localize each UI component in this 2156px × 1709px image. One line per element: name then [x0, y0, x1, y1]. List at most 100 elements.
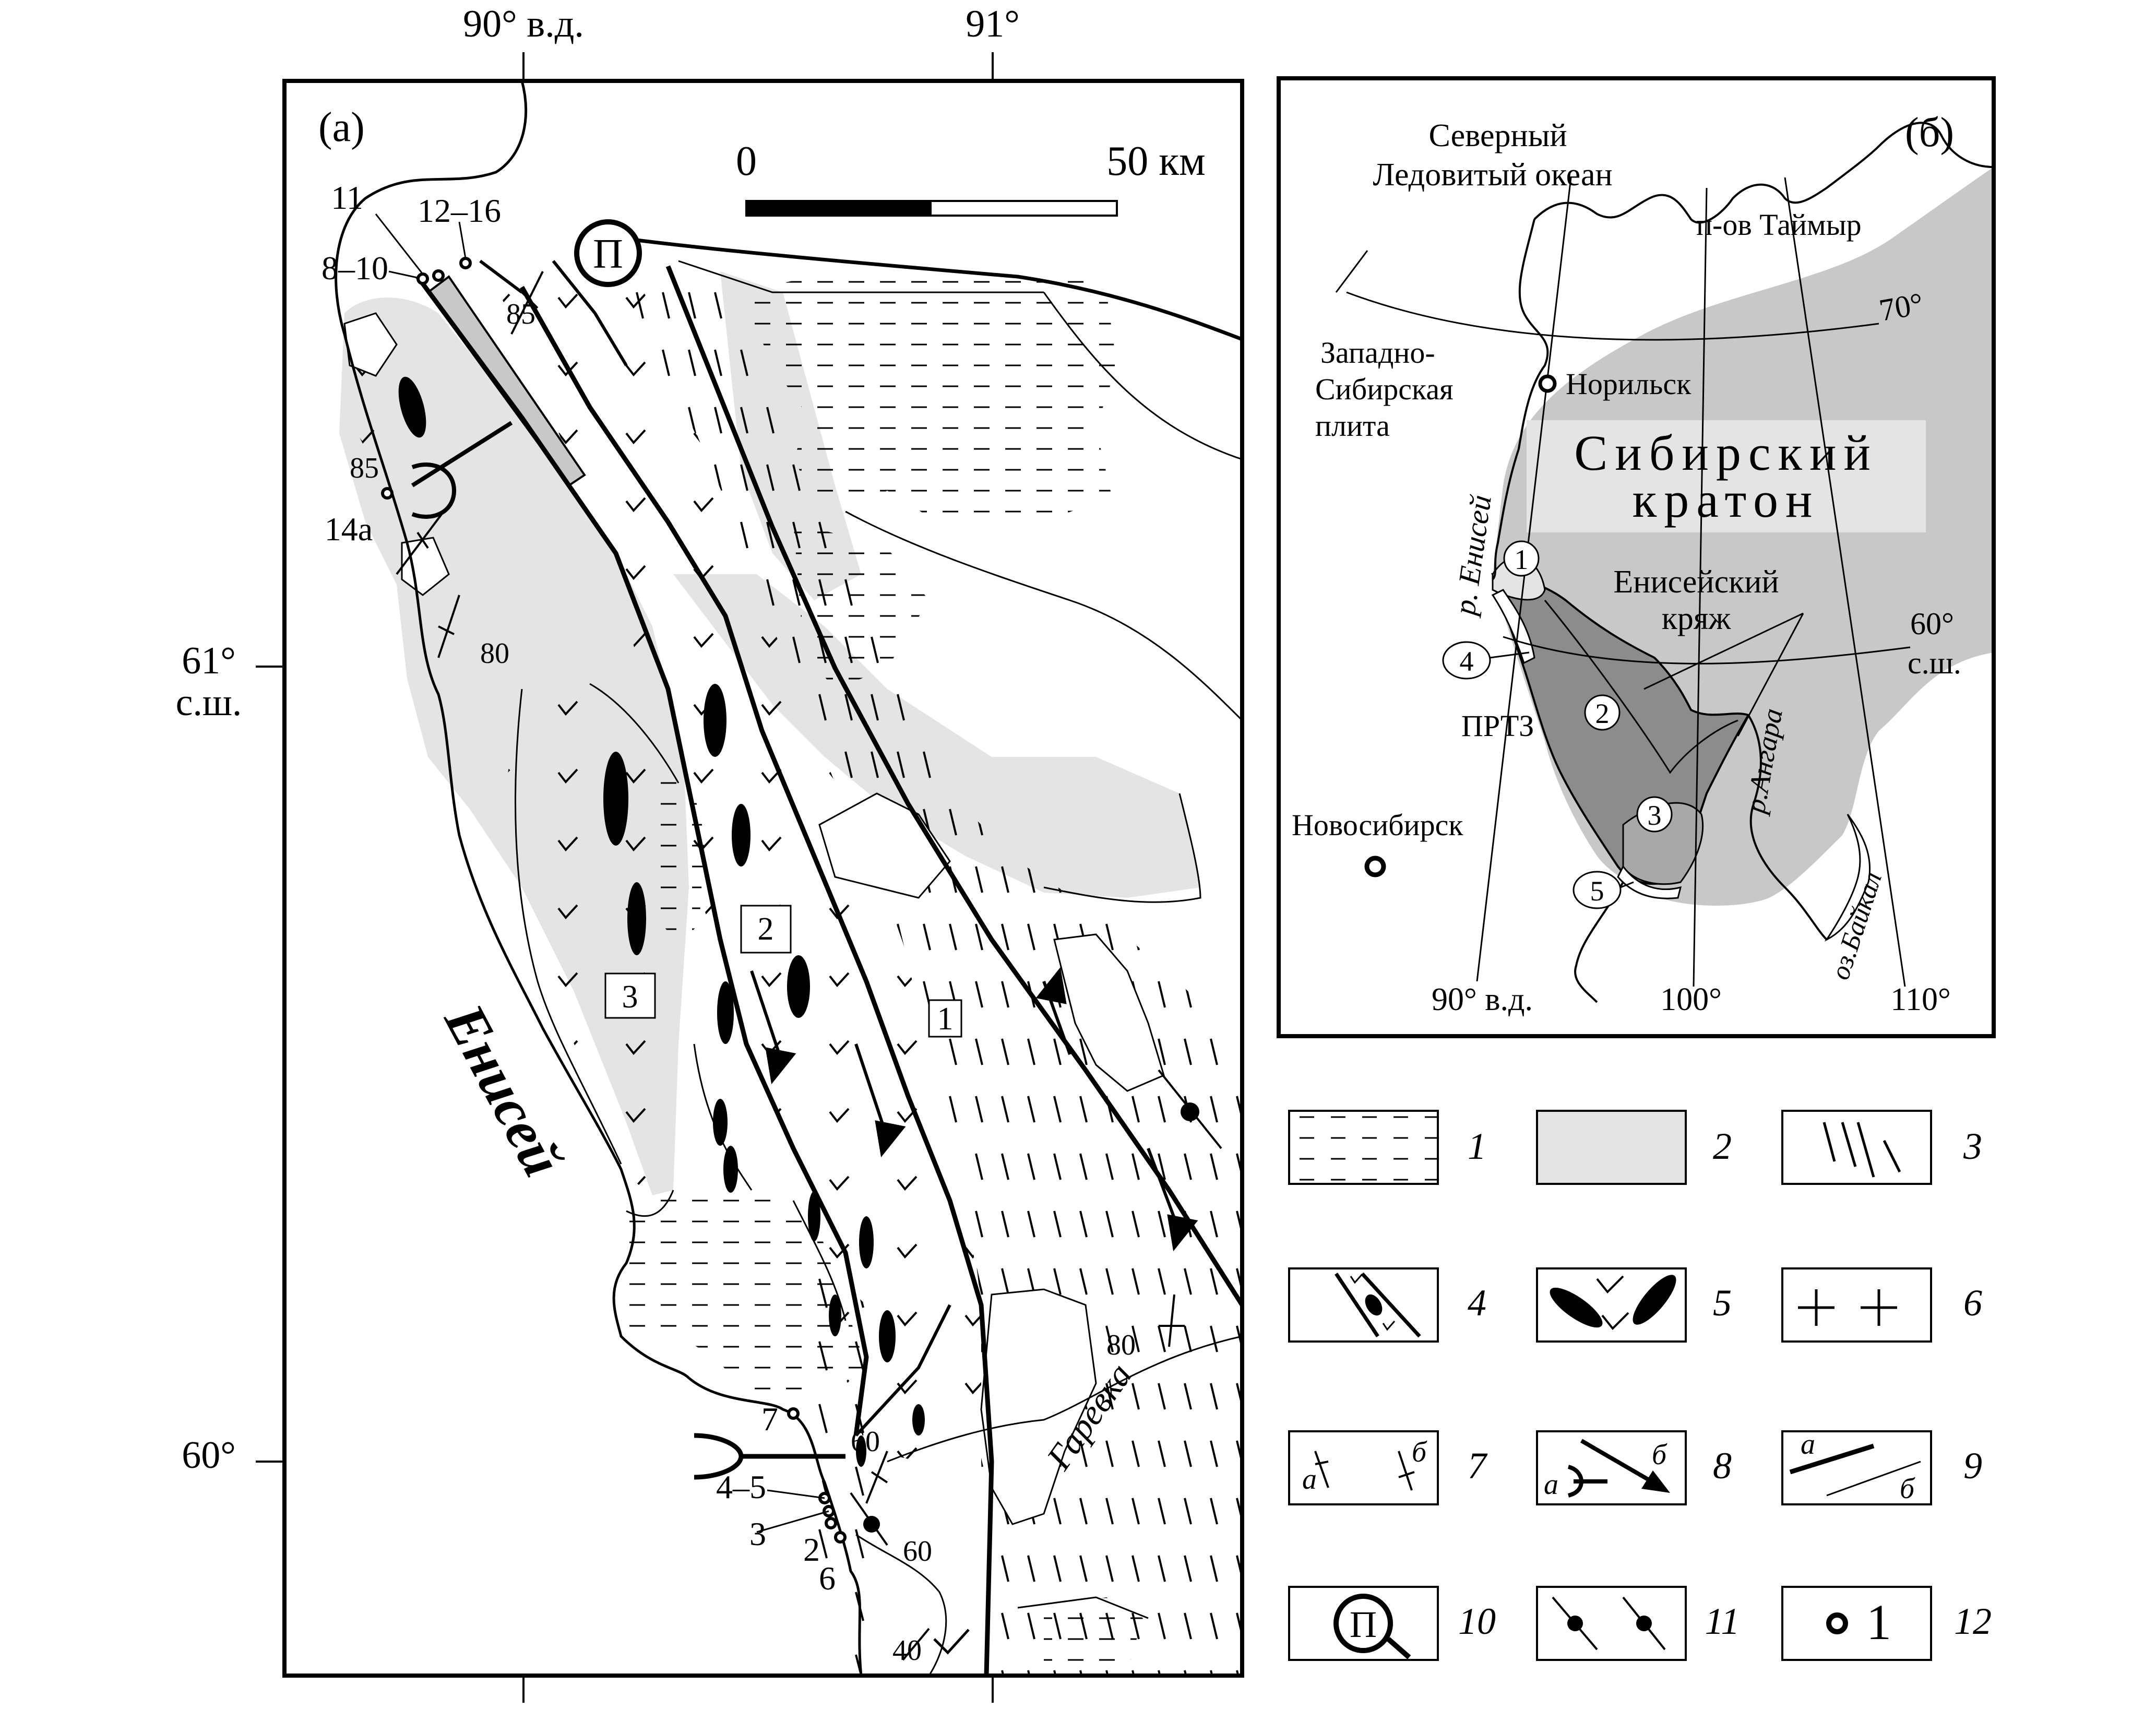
sample-label: 4–5: [716, 1468, 766, 1505]
terrane-number-5: 5: [1573, 871, 1634, 909]
scale-bar: 0 50 км: [736, 138, 1206, 217]
ocean-label-line1: Северный: [1428, 118, 1567, 153]
boundary-6: [589, 683, 680, 784]
terrane-number-3: 3: [1636, 796, 1673, 833]
svg-text:3: 3: [1648, 800, 1662, 831]
panel-a-map-body: П 1 2 3 85 85 80 80 60 60: [335, 81, 1242, 1676]
svg-text:1: 1: [1515, 544, 1529, 575]
sample-label: 2: [803, 1531, 820, 1568]
graticule-lon-80: [1335, 250, 1368, 293]
svg-text:а: а: [1801, 1428, 1815, 1461]
panel-b-frame: [1277, 76, 1996, 1038]
thrust-north-barb: [411, 462, 457, 519]
yenisei-river-south: [1574, 882, 1624, 1003]
svg-text:П: П: [1350, 1604, 1377, 1645]
prtz-label: ПРТЗ: [1461, 709, 1534, 743]
dip-angle-label: 80: [1106, 1329, 1136, 1361]
dip-angle-label: 60: [903, 1535, 932, 1568]
fault-5: [552, 260, 628, 366]
legend: 1 2 3 4 5: [1288, 1110, 1992, 1661]
river-yenisei-label: Енисей: [432, 993, 575, 1186]
bedding-symbols: [396, 271, 1185, 1661]
unit-1-south: [621, 1190, 866, 1409]
svg-text:б: б: [1652, 1439, 1667, 1471]
craton-label-line1: Сибирский: [1574, 425, 1878, 481]
terrane-5-strip: [1617, 865, 1682, 899]
svg-text:11: 11: [1705, 1600, 1740, 1642]
unit-6-granite-northwest: [343, 312, 398, 377]
svg-text:5: 5: [1713, 1282, 1732, 1324]
legend-item-6: 6: [1781, 1267, 1982, 1343]
norilsk-marker: Норильск: [1538, 367, 1692, 401]
ridge-label-line1: Енисейский: [1613, 564, 1779, 600]
svg-text:0: 0: [736, 138, 757, 184]
lake-baikal: [1824, 814, 1871, 942]
strike-slip-arrows: [750, 967, 1198, 1252]
lon-label-110: 110°: [1890, 982, 1951, 1017]
fault-1: [415, 275, 869, 1436]
fault-dot-markers: [850, 1069, 1222, 1546]
western-land-boundary: [626, 1190, 674, 1217]
zone-box-2: 2: [740, 905, 792, 954]
legend-item-2: 2: [1536, 1110, 1732, 1185]
pluton-symbol: П: [574, 219, 642, 287]
zone-box-3: 3: [604, 972, 656, 1019]
sample-label: 14а: [325, 511, 373, 548]
panel-a: 90° в.д. 91° 61° с.ш. 60°: [176, 3, 1244, 1703]
lon-label-90: 90° в.д.: [463, 3, 584, 45]
yenisei-river: [1492, 448, 1520, 580]
panel-a-frame: [282, 79, 1244, 1678]
zone-box-1: 1: [928, 999, 962, 1038]
svg-text:а: а: [1302, 1463, 1317, 1496]
west-siberian-label: плита: [1315, 409, 1390, 443]
svg-text:10: 10: [1458, 1600, 1496, 1642]
svg-text:2: 2: [1713, 1125, 1732, 1167]
svg-text:9: 9: [1963, 1445, 1982, 1487]
lat-label-60: 60°: [182, 1434, 236, 1477]
boundary-4: [845, 511, 1242, 721]
boundary-7: [515, 689, 622, 1165]
boundary-9: [792, 1200, 847, 1321]
fault-4: [854, 1304, 951, 1437]
lon-label-90: 90° в.д.: [1432, 982, 1533, 1017]
svg-text:50 км: 50 км: [1106, 138, 1206, 184]
svg-text:6: 6: [1963, 1282, 1982, 1324]
legend-item-9: а б 9: [1781, 1428, 1982, 1505]
svg-text:1: 1: [937, 1001, 954, 1037]
dip-angle-label: 60: [851, 1426, 880, 1458]
novosibirsk-marker: [1364, 856, 1386, 877]
legend-item-5: 5: [1536, 1267, 1732, 1343]
dip-angle-label: 85: [506, 298, 535, 330]
dip-angle-label: 85: [350, 452, 379, 484]
taimyr-coast: [1518, 219, 1549, 449]
svg-text:1: 1: [1468, 1125, 1486, 1167]
lat-label-61: 61°: [182, 639, 236, 682]
legend-item-7: а б 7: [1288, 1430, 1488, 1505]
craton-label-box: [1527, 420, 1926, 532]
svg-text:3: 3: [1963, 1125, 1982, 1167]
yenisei-river-label: р. Енисей: [1447, 493, 1498, 619]
boundary-10: [887, 1335, 1242, 1463]
fault-3: [665, 265, 1242, 1307]
svg-text:4: 4: [1468, 1282, 1486, 1324]
ridge-label-line2: кряж: [1662, 601, 1732, 636]
boundary-12: [1017, 1596, 1149, 1619]
svg-text:Норильск: Норильск: [1566, 367, 1692, 401]
boundary-1: [636, 238, 1242, 341]
unit-1-northeast: [741, 271, 1117, 522]
legend-item-1: 1: [1288, 1110, 1486, 1185]
legend-item-3: 3: [1781, 1110, 1982, 1185]
graticule-lon-100: [1693, 187, 1708, 987]
svg-text:б: б: [1900, 1473, 1915, 1505]
sample-label: 8–10: [321, 250, 388, 287]
lat-70-label: 70°: [1877, 286, 1926, 328]
ridge-label-leaders: [1643, 612, 1804, 737]
svg-text:7: 7: [1468, 1445, 1488, 1487]
panel-b: (б) Северный Ледовитый океан п-ов Таймыр…: [1277, 76, 1996, 1038]
novosibirsk-label: Новосибирск: [1292, 808, 1463, 842]
ophiolite-bodies: [398, 376, 925, 1467]
boundary-3: [1043, 292, 1242, 460]
legend-item-11: 11: [1536, 1586, 1740, 1661]
lat-label-61-hemi: с.ш.: [176, 681, 242, 724]
